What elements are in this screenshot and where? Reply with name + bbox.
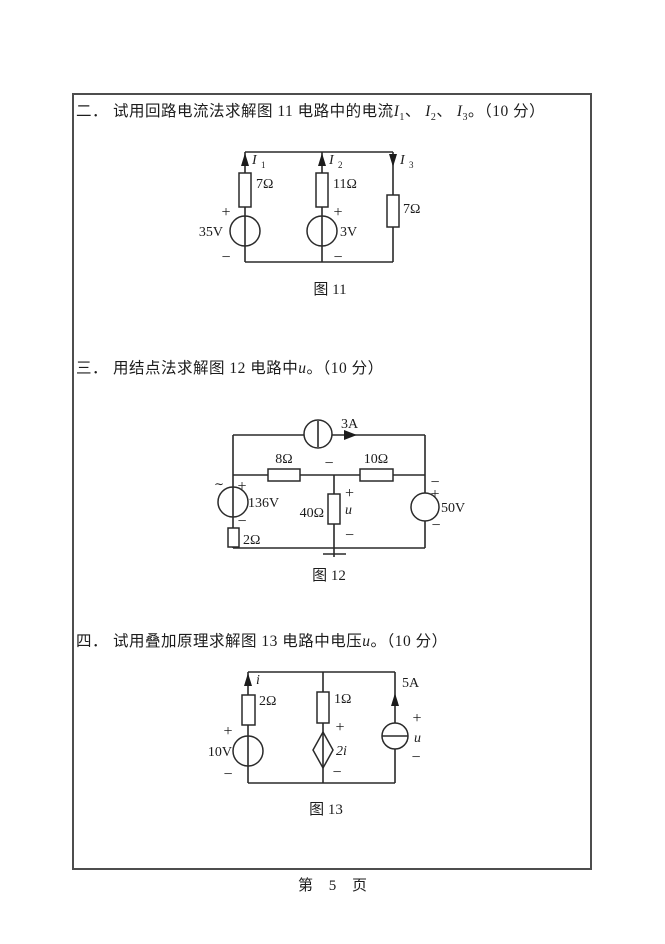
label-i: i (256, 673, 260, 688)
current-arrow-i (244, 673, 252, 686)
plus-sign-10v: + (223, 723, 232, 740)
plus-sign-u: + (345, 485, 354, 502)
minus-sign-u: − (411, 749, 420, 766)
fig11-labels: I 1 I 2 I 3 7Ω 11Ω 7Ω + 35V − + 3V − 图 1… (199, 153, 421, 298)
plus-sign-2i: + (335, 719, 344, 736)
circuit-figure-11: I 1 I 2 I 3 7Ω 11Ω 7Ω + 35V − + 3V − 图 1… (199, 151, 421, 298)
page-footer: 第 5 页 (297, 878, 367, 894)
plus-sign-35v: + (221, 204, 230, 221)
label-5a: 5A (402, 676, 420, 691)
problem2-title: 二． 试用回路电流法求解图 11 电路中的电流I1、 I2、 I3。（10 分） (76, 101, 545, 123)
current-sub-3: 3 (462, 112, 468, 124)
label-136v: 136V (248, 496, 279, 511)
current-symbol-1: I (393, 103, 400, 120)
resistor-2ohm (227, 527, 240, 548)
problem3-tail: 。（10 分） (306, 360, 384, 377)
label-i2: I (328, 153, 335, 168)
circuit-figure-12: 3A 8Ω 10Ω − 40Ω + u − ∼ + 136V − 2Ω − + … (214, 417, 465, 584)
problem4-text: 试用叠加原理求解图 13 电路中电压u。（10 分） (113, 631, 448, 653)
label-3a: 3A (341, 417, 359, 432)
minus-sign-2i: − (332, 764, 341, 781)
current-arrow-5a (391, 693, 399, 706)
separator-1: 、 (404, 103, 426, 120)
label-40ohm: 40Ω (300, 506, 324, 521)
problem3-title: 三． 用结点法求解图 12 电路中u。（10 分） (76, 358, 384, 380)
problem4-pre: 试用叠加原理求解图 13 电路中电压 (113, 633, 363, 650)
label-7ohm-left: 7Ω (256, 177, 273, 192)
problem3-number: 三． (76, 360, 109, 377)
label-u: u (414, 731, 421, 746)
tilde-mark-136v: ∼ (214, 477, 224, 491)
plus-sign-50v: + (430, 486, 439, 503)
minus-sign-10v: − (223, 766, 232, 783)
plus-sign-u: + (412, 710, 421, 727)
problem2-tail: 。（10 分） (467, 103, 546, 120)
problem4-title: 四． 试用叠加原理求解图 13 电路中电压u。（10 分） (76, 631, 448, 653)
label-8ohm: 8Ω (275, 452, 292, 467)
label-i2-sub: 2 (338, 160, 343, 170)
label-2ohm: 2Ω (243, 533, 260, 548)
problem2-pre: 试用回路电流法求解图 11 电路中的电流 (113, 103, 394, 120)
label-2i: 2i (336, 744, 347, 759)
minus-sign-u: − (345, 527, 354, 544)
problem3-text: 用结点法求解图 12 电路中u。（10 分） (113, 358, 384, 380)
current-arrow-i2 (318, 153, 326, 166)
problem3-pre: 用结点法求解图 12 电路中 (113, 360, 299, 377)
minus-sign-node: − (324, 455, 333, 472)
label-i3: I (399, 153, 406, 168)
minus-sign-136v: − (237, 513, 246, 530)
fig13-labels: i 2Ω + 10V − 1Ω + 2i − 5A + u − 图 13 (208, 673, 422, 818)
label-i1-sub: 1 (261, 160, 266, 170)
resistor-8ohm (267, 468, 301, 482)
label-u: u (345, 503, 352, 518)
resistor-11ohm (315, 172, 329, 208)
problem4-number: 四． (76, 633, 109, 650)
label-i3-sub: 3 (409, 160, 414, 170)
figure11-caption: 图 11 (313, 281, 346, 298)
minus-sign-50v-bottom: − (431, 517, 440, 534)
label-50v: 50V (441, 501, 465, 516)
label-10v: 10V (208, 745, 232, 760)
circuit-figure-13: i 2Ω + 10V − 1Ω + 2i − 5A + u − 图 13 (208, 671, 422, 818)
plus-sign-136v: + (237, 478, 246, 495)
resistor-1ohm (316, 691, 330, 724)
fig12-labels: 3A 8Ω 10Ω − 40Ω + u − ∼ + 136V − 2Ω − + … (214, 417, 465, 584)
current-arrow-3a (344, 430, 357, 440)
current-sub-2: 2 (430, 112, 437, 124)
resistor-7ohm-right (386, 194, 400, 228)
current-arrow-i1 (241, 153, 249, 166)
current-sub-1: 1 (399, 112, 405, 124)
plus-sign-3v: + (333, 204, 342, 221)
resistor-2ohm (241, 694, 256, 726)
resistor-7ohm-left (238, 172, 252, 208)
problem2-text: 试用回路电流法求解图 11 电路中的电流I1、 I2、 I3。（10 分） (113, 101, 545, 123)
figure13-caption: 图 13 (309, 801, 343, 818)
ground-symbol (323, 548, 346, 557)
current-symbol-2: I (425, 103, 431, 120)
voltage-symbol-u: u (362, 633, 371, 650)
label-1ohm: 1Ω (334, 692, 351, 707)
label-7ohm-right: 7Ω (403, 202, 420, 217)
resistor-40ohm (327, 493, 341, 525)
problem4-tail: 。（10 分） (370, 633, 448, 650)
label-3v: 3V (340, 225, 357, 240)
label-11ohm: 11Ω (333, 177, 357, 192)
label-2ohm: 2Ω (259, 694, 276, 709)
figure12-caption: 图 12 (312, 567, 346, 584)
voltage-symbol-u: u (298, 360, 307, 377)
label-10ohm: 10Ω (364, 452, 388, 467)
label-35v: 35V (199, 225, 223, 240)
minus-sign-3v: − (333, 249, 342, 266)
voltage-source-50v (410, 492, 440, 522)
label-i1: I (251, 153, 258, 168)
minus-sign-35v: − (221, 249, 230, 266)
current-arrow-i3 (389, 154, 397, 167)
minus-sign-50v-top: − (430, 474, 439, 491)
separator-2: 、 (436, 103, 457, 120)
problem2-number: 二． (76, 103, 109, 120)
current-symbol-3: I (456, 103, 463, 120)
resistor-10ohm (359, 468, 394, 482)
fig12-wires (232, 434, 426, 549)
